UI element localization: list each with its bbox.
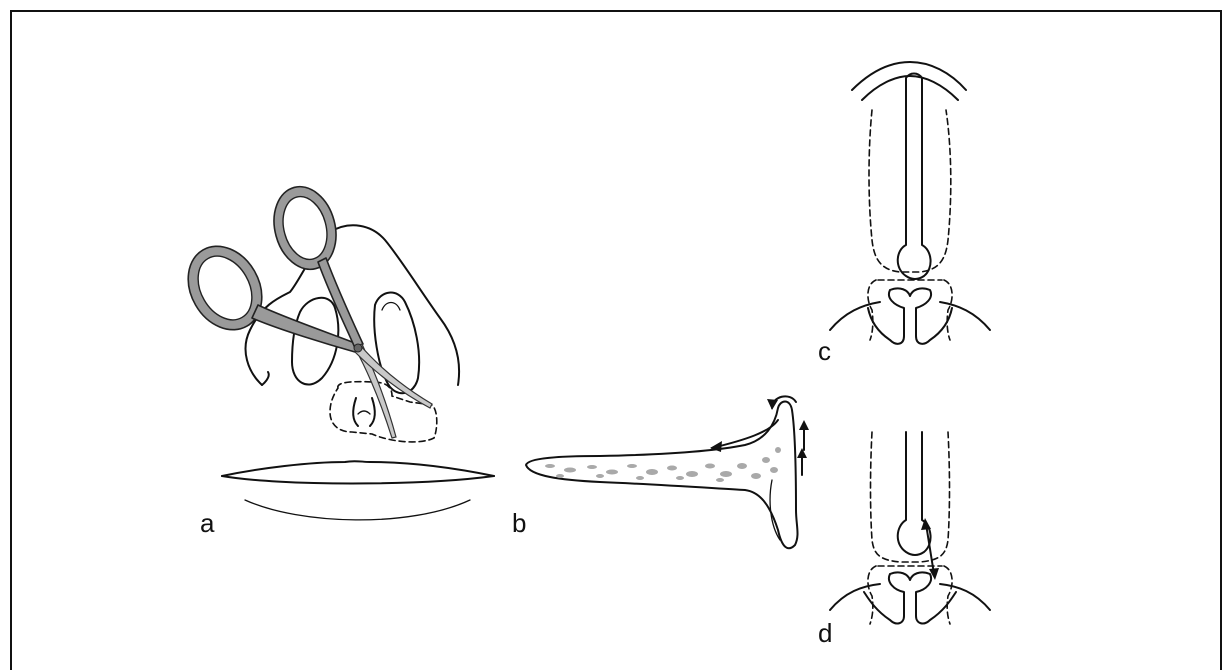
panel-label-d: d — [818, 618, 832, 648]
panel-label-c: c — [818, 336, 831, 366]
panel-d: d — [818, 432, 990, 648]
medial-crura-d — [864, 572, 956, 623]
nose-left-ala — [262, 372, 269, 385]
arrowhead-up-2 — [797, 448, 807, 458]
cartilage-stipple — [545, 447, 781, 482]
panel-a: a — [174, 180, 494, 538]
panel-label-b: b — [512, 508, 526, 538]
scissors-blade-upper — [355, 345, 432, 408]
arrow-curve-left — [712, 420, 778, 448]
scissors-pivot — [354, 344, 362, 352]
arrowhead-up-1 — [799, 420, 809, 430]
lip-line — [222, 476, 494, 484]
arrowhead-top-curl — [767, 399, 778, 410]
panel-c: c — [818, 62, 990, 366]
septum-strut-d — [898, 432, 931, 555]
soft-tissue-dashed-d — [871, 432, 950, 562]
nose-outline — [246, 225, 460, 385]
right-nostril-inner — [382, 303, 400, 311]
septum-strut — [898, 74, 931, 280]
columella-dashed-d — [868, 566, 952, 624]
panel-label-a: a — [200, 508, 215, 538]
columella-base — [358, 411, 370, 414]
soft-tissue-dashed — [869, 110, 951, 272]
panel-b: b — [512, 396, 809, 548]
right-nostril — [374, 293, 419, 394]
lower-lip — [245, 500, 470, 520]
dorsum-inner — [862, 76, 958, 100]
medial-crura — [868, 288, 952, 343]
columella — [353, 398, 375, 426]
upper-lip — [222, 461, 494, 476]
